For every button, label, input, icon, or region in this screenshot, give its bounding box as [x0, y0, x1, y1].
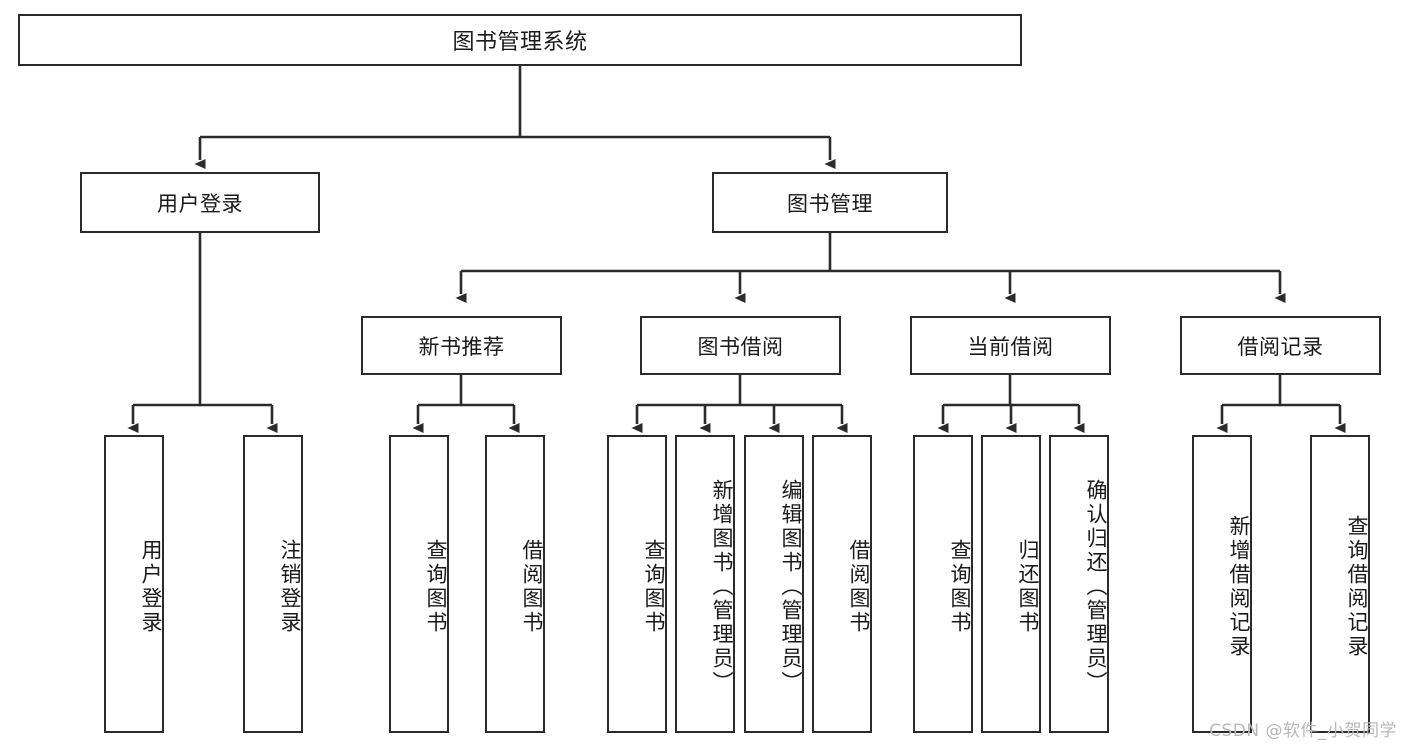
node-new-book-recommend[interactable]: 新书推荐 [361, 316, 562, 375]
leaf-new-book-borrow-book[interactable]: 借阅图书 [485, 435, 545, 733]
node-book-borrow[interactable]: 图书借阅 [640, 316, 841, 375]
leaf-label: 编辑图书（管理员） [779, 479, 803, 695]
leaf-label: 新增图书（管理员） [710, 479, 734, 695]
node-user-login[interactable]: 用户登录 [80, 172, 320, 233]
leaf-label: 查询图书 [424, 539, 448, 635]
node-book-management[interactable]: 图书管理 [712, 172, 948, 233]
leaf-new-book-query-book[interactable]: 查询图书 [389, 435, 449, 733]
leaf-label: 新增借阅记录 [1227, 515, 1251, 659]
leaf-label: 注销登录 [278, 539, 302, 635]
leaf-book-borrow-query-book[interactable]: 查询图书 [607, 435, 667, 733]
leaf-user-login-user-login[interactable]: 用户登录 [104, 435, 164, 733]
leaf-label: 查询借阅记录 [1345, 515, 1369, 659]
leaf-book-borrow-edit-book-admin[interactable]: 编辑图书（管理员） [744, 435, 804, 733]
leaf-borrow-record-add-record[interactable]: 新增借阅记录 [1192, 435, 1252, 733]
leaf-label: 查询图书 [948, 539, 972, 635]
node-borrow-record[interactable]: 借阅记录 [1180, 316, 1381, 375]
leaf-book-borrow-borrow-book[interactable]: 借阅图书 [812, 435, 872, 733]
leaf-user-login-logout[interactable]: 注销登录 [243, 435, 303, 733]
leaf-book-borrow-add-book-admin[interactable]: 新增图书（管理员） [675, 435, 735, 733]
leaf-current-borrow-return-book[interactable]: 归还图书 [981, 435, 1041, 733]
node-current-borrow[interactable]: 当前借阅 [910, 316, 1111, 375]
leaf-label: 归还图书 [1016, 539, 1040, 635]
node-root-system[interactable]: 图书管理系统 [18, 14, 1022, 66]
leaf-label: 用户登录 [139, 539, 163, 635]
leaf-label: 确认归还（管理员） [1084, 479, 1108, 695]
leaf-current-borrow-query-book[interactable]: 查询图书 [913, 435, 973, 733]
leaf-label: 借阅图书 [520, 539, 544, 635]
leaf-label: 查询图书 [642, 539, 666, 635]
leaf-borrow-record-query-record[interactable]: 查询借阅记录 [1310, 435, 1370, 733]
leaf-current-borrow-confirm-return-admin[interactable]: 确认归还（管理员） [1049, 435, 1109, 733]
leaf-label: 借阅图书 [847, 539, 871, 635]
